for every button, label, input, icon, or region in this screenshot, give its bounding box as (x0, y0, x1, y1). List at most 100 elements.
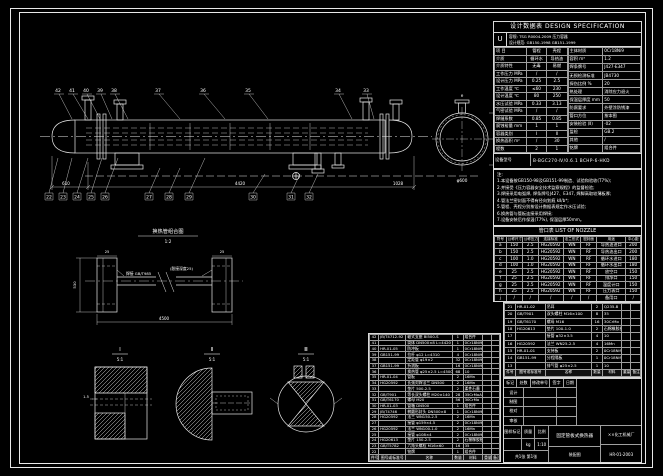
spec-row-tube: / (525, 107, 548, 116)
spec-row-label: 保温层厚度 mm (567, 95, 604, 105)
spec-row-label: 铭牌 (567, 143, 604, 154)
bom-row: 20 GB/T901 双头螺柱 M16×100 8 35 (504, 310, 641, 319)
spec-row-tube: 0.85 (525, 114, 548, 123)
spec-row-label: 主体材质 (567, 46, 604, 57)
svg-text:41: 41 (69, 88, 75, 94)
bom-row: 36 换热管 φ25×2.5 L=4500 68 10 (369, 368, 500, 376)
spec-row-label: 设计温度 ℃ (494, 92, 527, 101)
spec-row: 工作温度 ℃ ≤60 230 (494, 84, 568, 93)
dim-total: 4420 (235, 181, 246, 186)
bom-header-row: 件号 图号或标准号 名称 数量 材料 重量 备注 (504, 368, 641, 377)
spec-row: 焊条牌号 J427·E347 (567, 63, 641, 73)
doc-type: 装配图 (568, 451, 581, 457)
bom-row: 25 接管 φ108×4 2 0Cr18Ni9 (369, 431, 500, 438)
sign-row-check: 校对 (504, 407, 576, 417)
nozzle-h-dn: 公称尺寸 (505, 236, 523, 243)
spec-row-label: 水压试验 MPa (494, 99, 527, 108)
spec-col-label: 项 目 (494, 47, 527, 56)
spec-row-tube: 80 (525, 92, 548, 101)
spec-row-label: 监检 (567, 127, 604, 137)
spec-row-shell: 30 (546, 137, 568, 146)
detail-1-note: 1.5 (83, 395, 89, 399)
nozzle-row: j/ // // 备用口/ (494, 294, 641, 301)
spec-row-value: 0Cr18Ni9 (602, 46, 641, 57)
spec-row-tube: / (525, 69, 548, 78)
spec-row: 容积 m³ 1.2 (567, 55, 641, 65)
bom-table-right: 21 HR-01-02 吊耳 2 Q235-B 20 GB/T901 双头螺柱 … (503, 302, 642, 378)
spec-codes: 容规: TSG R0004-2009 压力容器 设计规范: GB150-1998… (507, 33, 578, 46)
datum-symbol (292, 172, 300, 180)
svg-text:22: 22 (46, 195, 52, 201)
bom-row: 13 排气管 φ25×2.5 1 10 (504, 361, 641, 370)
main-dimensions (49, 156, 417, 190)
spec-row-label: 工作压力 MPa (494, 69, 527, 78)
tube-left-note: 焊接 GB/T985 (126, 271, 152, 276)
model-label: 设备型号 (494, 154, 531, 166)
spec-row-shell: 230 (546, 84, 568, 93)
spec-row-value: ·02 (602, 119, 641, 129)
bom-row: 38 定距管 φ19×2 32 0Cr18Ni9 (369, 356, 500, 364)
spec-row-label: 腐蚀裕量 mm (494, 122, 527, 131)
spec-row-label: 换热面积 m² (494, 137, 527, 146)
tube-dim-t1: 25 (105, 250, 110, 254)
spec-row-shell: 0.85 (546, 114, 568, 123)
rev-h-count: 处数 (517, 379, 531, 388)
rev-h-sign: 签字 (550, 379, 564, 388)
bom-row: 14 GB151-99 分程隔板 1 0Cr18Ni9 (504, 354, 641, 363)
spec-row-shell: 易燃 (546, 62, 568, 71)
spec-col-shell: 壳程 (546, 47, 568, 56)
detail-1-scale: 5:1 (117, 357, 124, 362)
tube-dim-t2: 25 (220, 250, 225, 254)
spec-row-value: J427·E347 (602, 63, 641, 73)
spec-row-tube: 0.33 (525, 99, 548, 108)
nozzle-h-use: 用途 (596, 236, 627, 243)
spec-row-shell: 1 (546, 122, 568, 131)
rev-h-mark: 标记 (504, 379, 518, 388)
bom-table-main: 42 JB/T4712-92 鞍式支座 BⅠ500-S 1 组合件 41 筒体 … (368, 333, 501, 462)
sign-row-design: 设计 (504, 388, 576, 398)
spec-row-value: 外壁涂防锈漆 (602, 103, 641, 113)
spec-right-table: 主体材质 0Cr18Ni9 容积 m³ 1.2 焊条牌号 J427·E347 无… (567, 46, 642, 154)
note-line: 7.设备安装后作保温(T7%), 保温层厚50mm。 (497, 217, 585, 222)
bom-row: 16 HG20592 法兰 WN25-2.5 4 16Mn (504, 339, 641, 348)
bom-row: 17 接管 φ32×3.5 4 10 (504, 332, 641, 341)
technical-notes: 注: 1.本设备按GB150-98及GB151-99制造、试验和验收(T7%);… (493, 169, 642, 226)
svg-text:33: 33 (363, 88, 369, 94)
main-view (40, 93, 480, 201)
svg-text:32: 32 (306, 195, 312, 201)
spec-row: 设计温度 ℃ 80 250 (494, 92, 568, 101)
svg-text:42: 42 (55, 88, 61, 94)
spec-row-shell: / (546, 69, 568, 78)
spec-row: 气密试验 MPa / / (494, 107, 568, 116)
spec-row-label: 焊条牌号 (567, 63, 604, 73)
spec-row: 铭牌 组合件 (567, 143, 641, 154)
svg-text:30: 30 (250, 195, 256, 201)
detail-3-label: Ⅲ (304, 347, 307, 353)
saddle-supports (110, 152, 322, 170)
nozzle-h-std: 连接标准 (537, 236, 564, 243)
svg-text:37: 37 (155, 88, 161, 94)
spec-row-label: 工作温度 ℃ (494, 84, 527, 93)
bom-row: 24 HG20613 垫片 150-2.5 2 石棉橡胶板 (369, 436, 500, 444)
spec-row-shell: Ⅱ (546, 129, 568, 138)
nozzle-list-table: 管口表 LIST OF NOZZLE 符号 公称尺寸 公称压力 连接标准 法兰形… (493, 226, 642, 302)
svg-text:38: 38 (111, 88, 117, 94)
drawing-number: HR-01-2003 (609, 451, 634, 457)
spec-row-label: 热处理 (567, 87, 604, 97)
spec-row: 主体材质 0Cr18Ni9 (567, 46, 641, 57)
spec-title: 设计数据表 DESIGN SPECIFICATION (494, 22, 641, 33)
design-specification-table: 设计数据表 DESIGN SPECIFICATION U 容规: TSG R00… (493, 21, 642, 169)
spec-row: 热处理 消除应力退火 (567, 87, 641, 97)
spec-row: 探伤比例 % 20 (567, 79, 641, 89)
spec-row: 安装检验 (Ⅱ) ·02 (567, 119, 641, 129)
spec-row-label: 其他 (567, 135, 604, 145)
spec-row-value: 按本图 (602, 111, 641, 121)
detail-2-label: Ⅱ (211, 347, 213, 353)
spec-row: 腐蚀裕量 mm 1 1 (494, 122, 568, 131)
